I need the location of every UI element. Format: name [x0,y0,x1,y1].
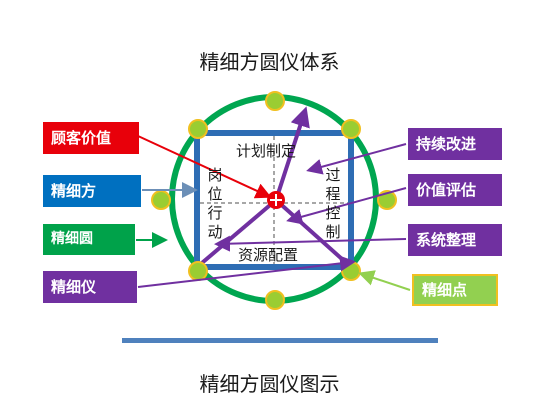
ring-node-bottom [265,290,285,310]
arrow-system-organization [214,235,407,252]
ring-node-left [151,190,171,210]
divider-bar [122,338,438,343]
arrow-customer-value [137,135,272,199]
instrument-arrow-left-down [194,198,278,270]
callout-continuous-improvement: 持续改进 [408,128,502,160]
label-plan: 计划制定 [236,142,297,160]
arrow-continuous-improvement [306,143,407,175]
arrow-fine-point [358,270,411,291]
callout-value-evaluation: 价值评估 [408,174,502,206]
callout-fine-square: 精细方 [43,175,141,207]
label-resource: 资源配置 [238,246,299,264]
callout-customer-value: 顾客价值 [43,122,139,154]
ring-node-top [265,91,285,111]
label-process-control: 过程控制 [325,166,341,241]
ring-node-top-left [188,119,208,139]
ring-node-top-right [341,119,361,139]
label-post-action: 岗位行动 [207,166,223,241]
ring-node-bottom-left [188,261,208,281]
arrow-value-evaluation [286,187,407,225]
arrow-fine-instrument [137,255,356,288]
ring-node-bottom-right [341,261,361,281]
diagram-title: 精细方圆仪体系 [199,50,340,74]
callout-fine-point: 精细点 [412,274,498,306]
fine-square [194,130,354,270]
diagram-caption: 精细方圆仪图示 [199,372,340,396]
instrument-arrow-up [274,106,310,201]
callout-fine-instrument: 精细仪 [43,271,137,303]
callout-fine-circle: 精细圆 [43,224,135,255]
callout-system-organization: 系统整理 [408,224,502,256]
